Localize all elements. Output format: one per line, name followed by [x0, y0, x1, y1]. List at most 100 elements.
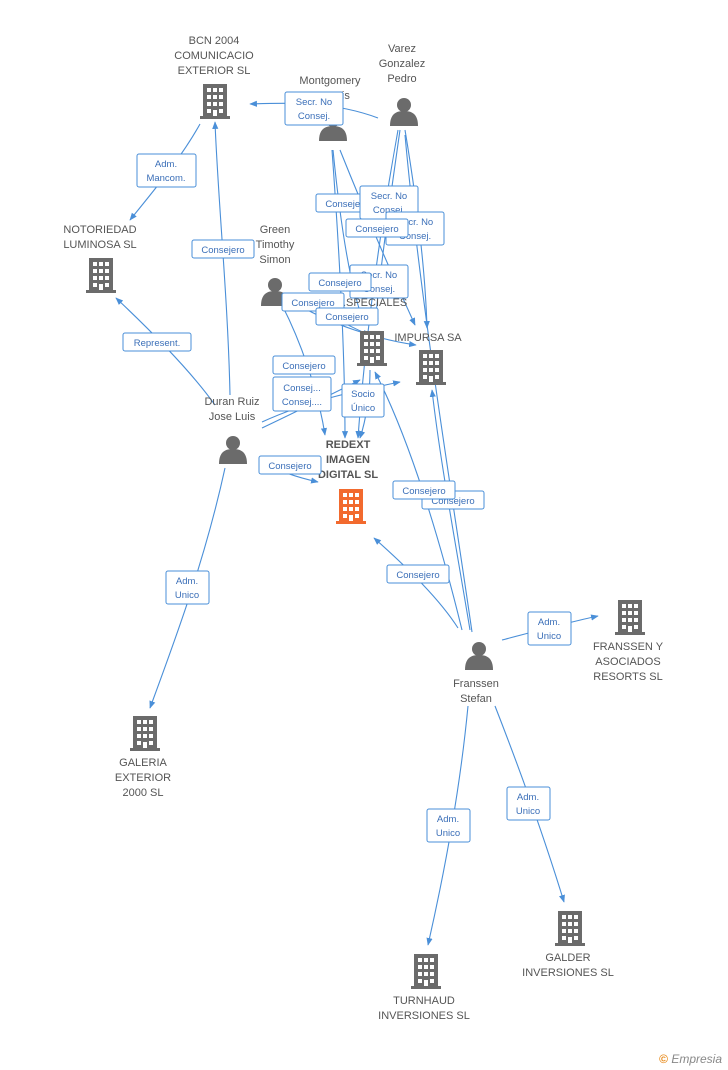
building-icon: [86, 258, 116, 293]
node-franssen-label-1: Franssen: [453, 678, 499, 690]
edge-label-text: Consej.: [298, 111, 330, 122]
edge-label-text: Consejero: [291, 298, 334, 309]
edge-label-text: Consejero: [201, 245, 244, 256]
node-turnhaud[interactable]: TURNHAUD INVERSIONES SL: [378, 954, 470, 1022]
watermark-brand: Empresia: [671, 1052, 722, 1066]
node-galder-label-2: INVERSIONES SL: [522, 967, 614, 979]
edge-label-text: Adm.: [155, 159, 177, 170]
node-varez-label-1: Varez: [388, 43, 416, 55]
edge-label-text: Secr. No: [361, 270, 397, 281]
edge-label-e8[interactable]: Consejero: [308, 272, 372, 292]
edge-label-e3[interactable]: Consejero: [191, 239, 255, 259]
edge-label-e2[interactable]: Adm. Mancom.: [136, 153, 197, 188]
edge-duran-impursa: [261, 380, 401, 423]
edge-label-e17[interactable]: Consejero: [392, 480, 456, 500]
edge-label-text: Adm.: [176, 576, 198, 587]
node-franssen-asoc-label-2: ASOCIADOS: [595, 656, 660, 668]
building-icon: [555, 911, 585, 946]
edge-label-e13[interactable]: Consejero: [272, 355, 336, 375]
edge-label-e23[interactable]: Adm. Unico: [426, 808, 471, 843]
node-especiales-label: ...SPECIALES: [337, 297, 407, 309]
node-duran[interactable]: Duran Ruiz Jose Luis: [204, 396, 260, 464]
node-green[interactable]: Green Timothy Simon: [256, 224, 295, 306]
edge-label-e16[interactable]: Consejero: [258, 455, 322, 475]
node-notoriedad-label-2: LUMINOSA SL: [63, 239, 136, 251]
edge-label-text: Consejero: [431, 496, 474, 507]
nodes: BCN 2004 COMUNICACIO EXTERIOR SL NOTORIE…: [63, 35, 663, 1022]
node-redext[interactable]: REDEXT IMAGEN DIGITAL SL: [318, 439, 378, 524]
edge-label-e19[interactable]: Consejero: [386, 564, 450, 584]
edge-label-text: Represent.: [134, 338, 180, 349]
node-bcn-label-2: COMUNICACIO: [174, 50, 254, 62]
edge-label-text: Secr. No: [397, 217, 433, 228]
node-franssen-label-2: Stefan: [460, 693, 492, 705]
node-varez-label-3: Pedro: [387, 73, 416, 85]
edge-label-text: Consejero: [268, 461, 311, 472]
node-bcn[interactable]: BCN 2004 COMUNICACIO EXTERIOR SL: [174, 35, 254, 119]
node-franssen-asoc-label-1: FRANSSEN Y: [593, 641, 664, 653]
node-redext-label-2: IMAGEN: [326, 454, 370, 466]
edge-label-text: Secr. No: [296, 97, 332, 108]
node-galder-label-1: GALDER: [545, 952, 590, 964]
person-icon: [465, 642, 493, 670]
edge-label-e22[interactable]: Adm. Unico: [506, 786, 551, 821]
edge-label-text: Secr. No: [371, 191, 407, 202]
edge-label-text: Unico: [436, 828, 460, 839]
node-especiales[interactable]: ...SPECIALES: [337, 297, 407, 366]
building-icon: [615, 600, 645, 635]
node-galder[interactable]: GALDER INVERSIONES SL: [522, 911, 614, 979]
copyright-symbol: ©: [659, 1052, 668, 1066]
node-franssen[interactable]: Franssen Stefan: [453, 642, 499, 705]
building-icon: [411, 954, 441, 989]
node-turnhaud-label-2: INVERSIONES SL: [378, 1010, 470, 1022]
node-duran-label-2: Jose Luis: [209, 411, 256, 423]
edge-label-text: Mancom.: [146, 173, 185, 184]
building-icon: [357, 331, 387, 366]
node-galeria-label-2: EXTERIOR: [115, 772, 171, 784]
edge-label-text: Consej.: [363, 284, 395, 295]
edge-label-e12[interactable]: Represent.: [122, 332, 192, 352]
watermark: © Empresia: [659, 1052, 722, 1066]
edge-franssen-redext: [373, 537, 459, 629]
edge-label-e14[interactable]: Consej...Consej....: [272, 376, 332, 412]
edge-label-text: Consejero: [282, 361, 325, 372]
building-icon: [336, 489, 366, 524]
edge-label-e11[interactable]: Consejero: [315, 307, 379, 326]
edge-label-e20[interactable]: Adm.Unico: [527, 611, 572, 646]
edge-label-text: Consej...: [283, 383, 321, 394]
building-icon: [416, 350, 446, 385]
node-redext-label-1: REDEXT: [326, 439, 371, 451]
edge-label-e10[interactable]: Consejero: [281, 292, 345, 312]
node-bcn-label-3: EXTERIOR SL: [178, 65, 251, 77]
node-impursa[interactable]: IMPURSA SA: [394, 332, 462, 385]
node-notoriedad[interactable]: NOTORIEDAD LUMINOSA SL: [63, 224, 137, 293]
edge-label-text: Socio: [351, 389, 375, 400]
edge-label-text: Consejero: [318, 278, 361, 289]
node-green-label-1: Green: [260, 224, 291, 236]
edge-label-e21[interactable]: Adm.Unico: [165, 570, 210, 605]
edge-label-text: Adm.: [517, 792, 539, 803]
edge-label-text: Consejero: [402, 486, 445, 497]
edge-label-e6[interactable]: Consejero: [345, 218, 409, 238]
node-galeria-label-3: 2000 SL: [123, 787, 164, 799]
node-impursa-label: IMPURSA SA: [394, 332, 462, 344]
edge-label-e1[interactable]: Secr. No Consej.: [284, 91, 344, 126]
edge-label-text: Unico: [537, 631, 561, 642]
edge-label-text: Unico: [516, 806, 540, 817]
node-franssen-asoc-label-3: RESORTS SL: [593, 671, 663, 683]
node-duran-label-1: Duran Ruiz: [204, 396, 259, 408]
node-green-label-2: Timothy: [256, 239, 295, 251]
node-varez[interactable]: Varez Gonzalez Pedro: [379, 43, 425, 126]
edge-franssen-impursa: [429, 389, 471, 631]
node-franssen-asoc[interactable]: FRANSSEN Y ASOCIADOS RESORTS SL: [593, 600, 664, 683]
edge-label-text: Consejero: [396, 570, 439, 581]
node-bcn-label-1: BCN 2004: [189, 35, 240, 47]
edge-label-text: Adm.: [437, 814, 459, 825]
node-varez-label-2: Gonzalez: [379, 58, 425, 70]
node-galeria[interactable]: GALERIA EXTERIOR 2000 SL: [115, 716, 171, 799]
edge-label-text: Consejero: [325, 312, 368, 323]
edge-labels: Secr. No Consej. Adm. Mancom. Consejero Co…: [122, 91, 572, 843]
